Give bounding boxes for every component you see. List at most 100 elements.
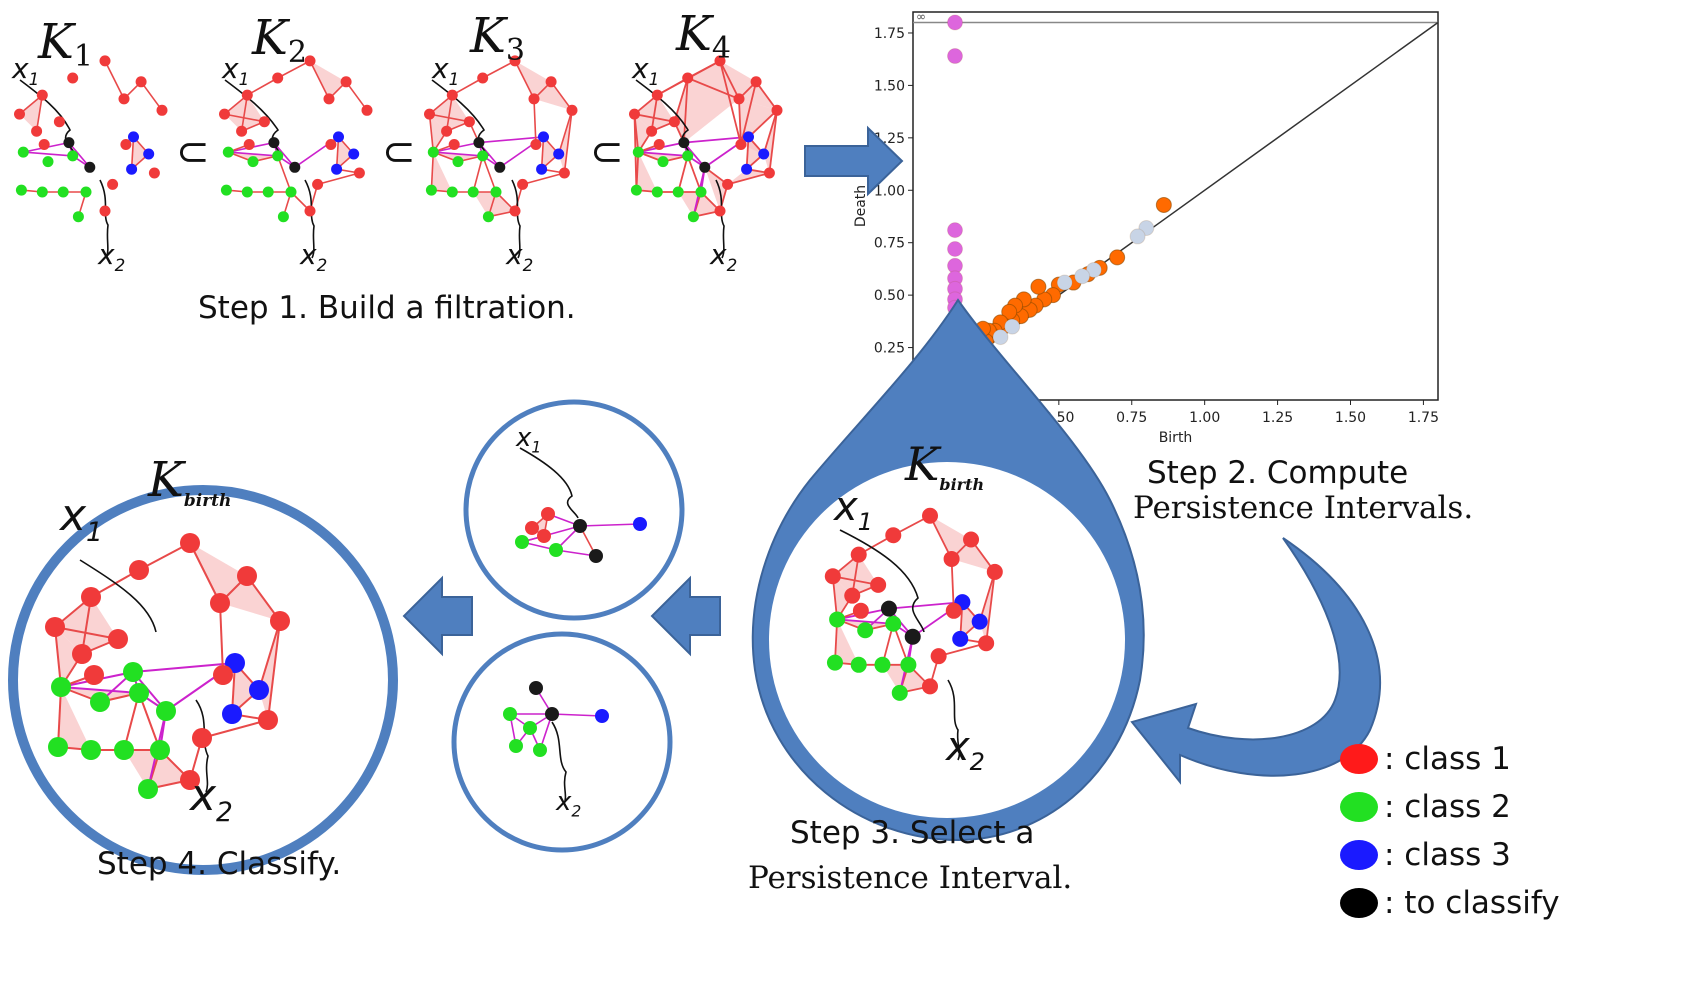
- simplex-fill: [634, 114, 652, 153]
- graph-node: [844, 587, 861, 604]
- graph-node: [150, 740, 170, 760]
- graph-edge: [522, 172, 565, 186]
- graph-edge: [550, 81, 573, 111]
- graph-node: [425, 184, 437, 196]
- graph-node: [67, 150, 79, 162]
- graph-node: [57, 186, 69, 198]
- graph-node: [682, 150, 694, 162]
- graph-edge: [276, 155, 292, 193]
- graph-node: [99, 205, 111, 217]
- graph-node: [143, 148, 155, 160]
- graph-node: [678, 137, 690, 149]
- simplex-fill: [429, 114, 447, 153]
- graph-node: [331, 163, 343, 175]
- graph-node: [509, 205, 521, 217]
- pointer-line: [551, 721, 567, 805]
- graph-node: [67, 72, 79, 84]
- graph-node: [467, 186, 479, 198]
- data-point: [947, 14, 963, 31]
- graph-edge: [132, 662, 236, 673]
- graph-edge: [521, 525, 581, 543]
- graph-node: [891, 684, 908, 701]
- graph-edge: [938, 642, 987, 658]
- graph-edge: [189, 542, 221, 604]
- graph-node: [340, 76, 352, 88]
- mid-bottom-graph: [503, 681, 609, 805]
- graph-node: [118, 93, 130, 105]
- graph-node: [249, 680, 269, 700]
- step4-circle: [8, 485, 398, 875]
- legend-label-class1: : class 1: [1384, 741, 1511, 777]
- graph-node: [930, 648, 947, 665]
- graph-node: [17, 146, 29, 158]
- step4-graph: [45, 533, 290, 799]
- graph-node: [537, 529, 551, 543]
- graph-edge: [60, 686, 140, 694]
- graph-node: [289, 161, 301, 173]
- x1-label: x1: [832, 484, 873, 536]
- graph-edge: [35, 94, 44, 132]
- graph-node: [503, 707, 517, 721]
- graph-node: [517, 178, 529, 190]
- graph-node: [566, 104, 578, 116]
- graph-edge: [478, 136, 544, 144]
- graph-edge: [837, 618, 894, 625]
- graph-node: [763, 167, 775, 179]
- graph-node: [268, 137, 280, 149]
- graph-node: [735, 139, 747, 150]
- graph-node: [129, 683, 149, 703]
- simplex-fill: [446, 95, 470, 132]
- step4-caption: Step 4. Classify.: [97, 846, 342, 882]
- filtration-graphs: [14, 55, 783, 259]
- graph-node: [81, 740, 101, 760]
- graph-node: [237, 566, 257, 586]
- graph-node: [304, 55, 316, 67]
- y-tick-label: 1.50: [874, 78, 905, 94]
- graph-node: [750, 76, 762, 88]
- data-point: [1001, 303, 1018, 320]
- graph-edge: [309, 60, 330, 100]
- graph-node: [541, 507, 555, 521]
- k1-graph: [14, 55, 168, 259]
- graph-node: [963, 531, 980, 548]
- graph-node: [549, 543, 563, 557]
- y-tick-label: 0.50: [874, 288, 905, 304]
- graph-edge: [740, 81, 757, 145]
- graph-node: [687, 211, 699, 223]
- graph-node: [852, 602, 869, 619]
- graph-edge: [104, 60, 125, 100]
- x1-label: x1: [221, 52, 249, 89]
- x1-label: x1: [515, 423, 541, 457]
- graph-node: [220, 184, 232, 196]
- graph-node: [36, 89, 48, 101]
- simplex-fill: [687, 60, 739, 99]
- graph-node: [971, 613, 988, 630]
- graph-edge: [579, 523, 641, 527]
- subset-symbol-2: ⊂: [382, 129, 416, 175]
- graph-edge: [755, 81, 778, 111]
- legend-item-class3: : class 3: [1340, 831, 1560, 879]
- graph-edge: [557, 110, 573, 155]
- graph-node: [53, 116, 65, 128]
- graph-node: [258, 710, 278, 730]
- x-tick-label: 1.75: [1408, 410, 1439, 426]
- graph-node: [38, 139, 50, 150]
- graph-node: [107, 178, 119, 190]
- graph-node: [108, 629, 128, 649]
- legend-swatch-class3: [1340, 840, 1378, 870]
- graph-node: [241, 89, 253, 101]
- graph-node: [922, 678, 938, 695]
- graph-node: [80, 186, 92, 198]
- graph-node: [945, 602, 962, 619]
- graph-edge: [138, 692, 161, 751]
- x2-label: x2: [505, 238, 533, 275]
- step2-caption-line1: Step 2. Compute: [1147, 455, 1409, 491]
- graph-edge: [950, 558, 955, 611]
- graph-node: [857, 622, 874, 639]
- graph-node: [135, 76, 147, 88]
- graph-node: [156, 701, 176, 721]
- simplex-fill: [636, 152, 658, 192]
- graph-node: [81, 587, 101, 607]
- graph-node: [45, 617, 65, 637]
- graph-node: [270, 611, 290, 631]
